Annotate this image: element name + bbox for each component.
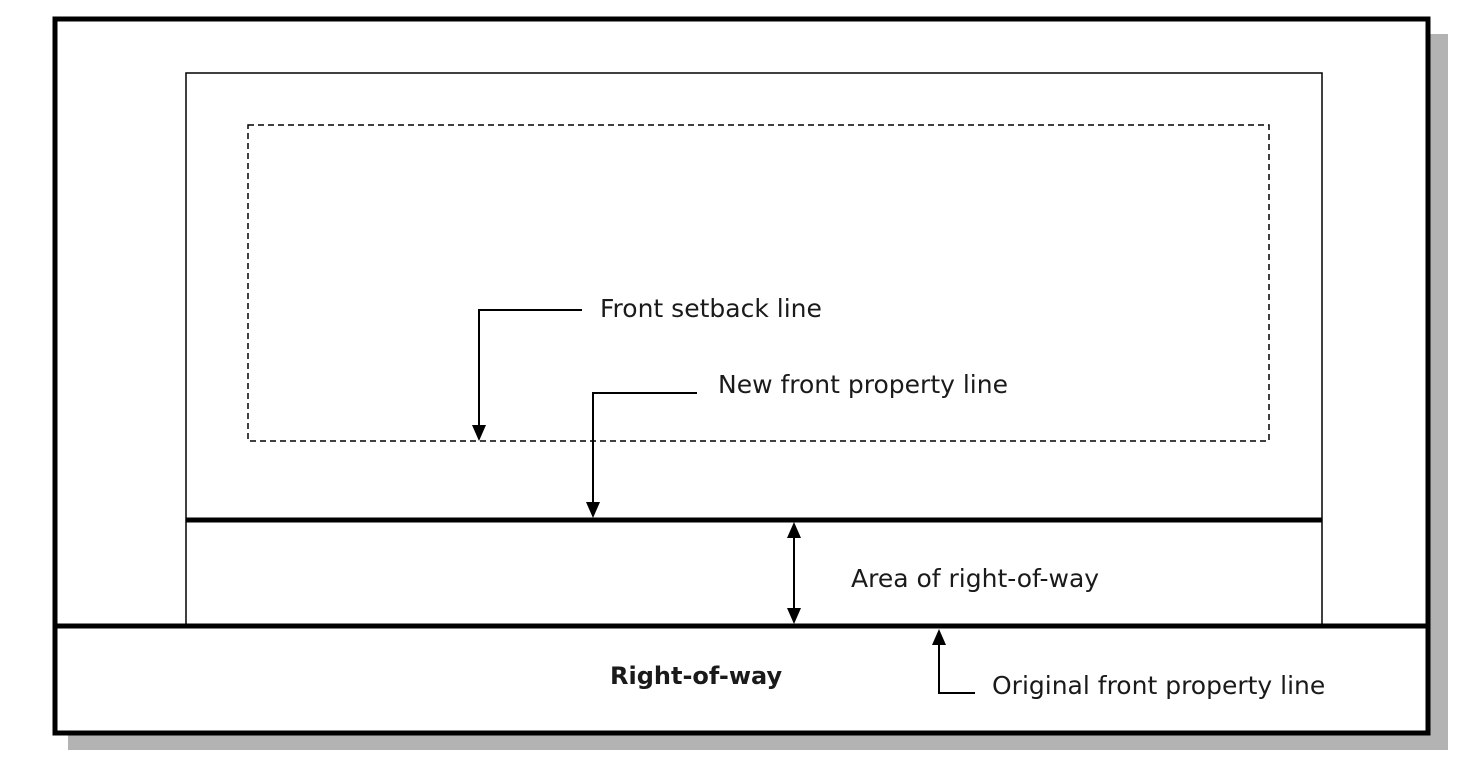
original-front-property-line-label: Original front property line: [992, 671, 1325, 700]
new-front-property-line-label: New front property line: [718, 370, 1008, 399]
arrowhead-down: [472, 425, 486, 441]
arrowhead-up: [932, 629, 946, 645]
front-setback-line-label: Front setback line: [600, 294, 822, 323]
original-front-property-leader: [932, 629, 975, 694]
right-of-way-dimension-arrow: [787, 522, 801, 624]
setback-rectangle: [247, 124, 1270, 442]
outer-frame: [52, 16, 1431, 736]
right-of-way-label: Right-of-way: [610, 662, 783, 690]
area-of-right-of-way-label: Area of right-of-way: [851, 564, 1099, 593]
new-front-property-leader: [586, 392, 697, 518]
front-setback-leader: [472, 309, 582, 441]
arrowhead-down: [787, 608, 801, 624]
arrowhead-up: [787, 522, 801, 538]
arrowhead-down: [586, 502, 600, 518]
